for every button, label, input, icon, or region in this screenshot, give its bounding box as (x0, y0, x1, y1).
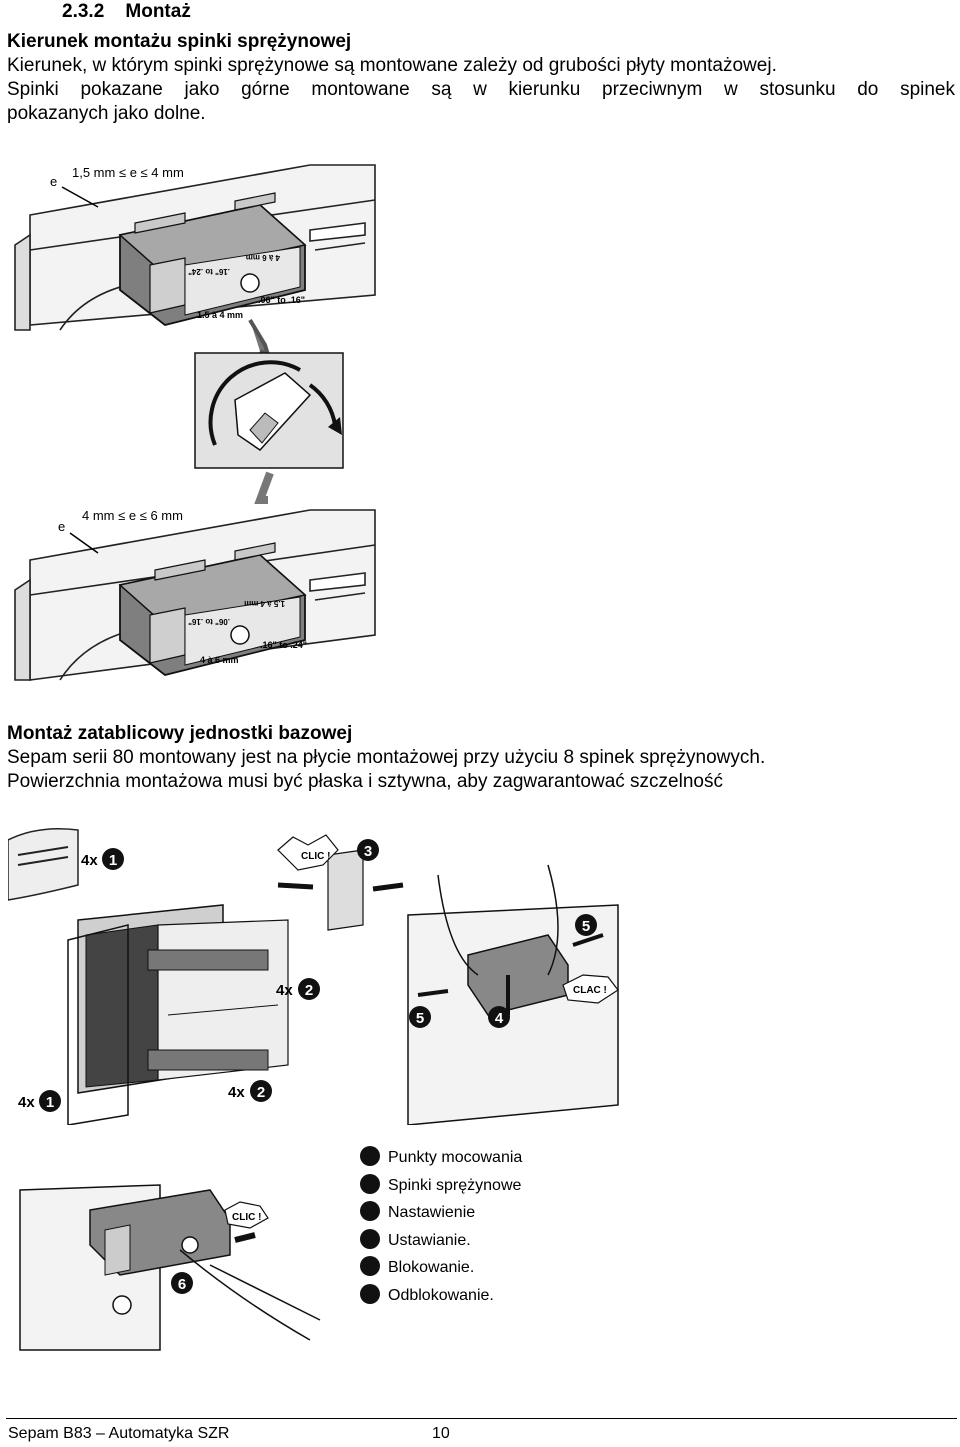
step-marker (488, 1006, 510, 1028)
thickness-label-e: e (50, 174, 57, 189)
paragraph-line: Powierzchnia montażowa musi być płaska i… (7, 771, 723, 792)
spring-clip-direction-figure: e 1,5 mm ≤ e ≤ 4 mm 1.5 à 4 mm .06" to .… (14, 164, 376, 681)
step-number: 2 (257, 1084, 265, 1101)
step-marker (171, 1272, 193, 1294)
clic-burst (277, 834, 339, 871)
subsection-title-rear-mounting: Montaż zatablicowy jednostki bazowej (7, 723, 353, 744)
step-number: 4 (495, 1010, 504, 1027)
clip-label: 4 à 6 mm (200, 655, 239, 665)
step-marker (575, 914, 597, 936)
legend-bullet-icon (360, 1284, 380, 1304)
legend: Punkty mocowania Spinki sprężynowe Nasta… (360, 1146, 522, 1304)
mounting-point-detail (8, 828, 79, 901)
quantity-label: 4x (81, 852, 98, 869)
legend-item-5: Blokowanie. (360, 1256, 474, 1276)
clip-label: .06" to .16" (188, 617, 230, 626)
legend-label: Ustawianie. (388, 1232, 471, 1249)
rotation-arrow-down-icon (254, 471, 274, 504)
legend-bullet-icon (360, 1174, 380, 1194)
legend-item-4: Ustawianie. (360, 1229, 471, 1249)
legend-item-1: Punkty mocowania (360, 1146, 522, 1166)
clic-label: CLIC ! (232, 1212, 261, 1223)
legend-label: Spinki sprężynowe (388, 1177, 522, 1194)
step-marker (250, 1080, 272, 1102)
step-number: 6 (178, 1276, 186, 1293)
clip-label: .16" to .24" (188, 267, 230, 276)
legend-bullet-icon (360, 1229, 380, 1249)
step-marker (39, 1090, 61, 1112)
legend-item-6: Odblokowanie. (360, 1284, 494, 1304)
clip-label: 1.5 à 4 mm (197, 310, 243, 320)
section-heading: 2.3.2 Montaż (62, 0, 191, 24)
legend-bullet-icon (360, 1256, 380, 1276)
quantity-label: 4x (276, 982, 293, 999)
legend-bullet-icon (360, 1201, 380, 1221)
thickness-range-bottom: 4 mm ≤ e ≤ 6 mm (82, 508, 183, 523)
legend-label: Punkty mocowania (388, 1149, 522, 1166)
legend-item-2: Spinki sprężynowe (360, 1174, 522, 1194)
rotation-arrow-down-icon (248, 318, 272, 359)
clac-burst (562, 974, 619, 1004)
clip-unlocking-figure: CLIC ! 6 (19, 1184, 321, 1351)
thickness-range-top: 1,5 mm ≤ e ≤ 4 mm (72, 165, 184, 180)
step-marker (102, 848, 124, 870)
clip-label: .16" to .24" (260, 640, 307, 650)
legend-label: Blokowanie. (388, 1259, 474, 1276)
legend-item-3: Nastawienie (360, 1201, 475, 1221)
thickness-label-e: e (58, 519, 65, 534)
step-number: 5 (582, 918, 590, 935)
clip-label: .06" to .16" (258, 295, 305, 305)
step-number: 5 (416, 1010, 424, 1027)
legend-bullet-icon (360, 1146, 380, 1166)
clip-label: 1.5 à 4 mm (244, 599, 285, 608)
rotate-clip-inset (194, 352, 344, 469)
page-footer: Sepam B83 – Automatyka SZR 10 (6, 1418, 957, 1447)
legend-label: Nastawienie (388, 1204, 475, 1221)
section-title: Montaż (125, 1, 191, 22)
quantity-label: 4x (18, 1094, 35, 1111)
footer-document-title: Sepam B83 – Automatyka SZR (8, 1425, 230, 1442)
step-marker (409, 1006, 431, 1028)
legend-label: Odblokowanie. (388, 1287, 494, 1304)
step-number: 1 (109, 852, 117, 869)
sepam-base-unit (67, 904, 289, 1125)
step-number: 3 (364, 843, 372, 860)
step-number: 1 (46, 1094, 54, 1111)
spring-clip-bottom: 4 à 6 mm .16" to .24" 1.5 à 4 mm .06" to… (118, 542, 307, 676)
section-number: 2.3.2 (62, 1, 105, 22)
paragraph-line: pokazanych jako dolne. (7, 103, 206, 124)
base-unit-mounting-figure: 4x 1 4x 2 4x 1 4x 2 CLIC ! 3 5 CLAC ! 5 … (8, 828, 619, 1125)
page-number: 10 (432, 1425, 450, 1442)
step-marker (357, 839, 379, 861)
step-number: 2 (305, 982, 313, 999)
subsection-title-direction: Kierunek montażu spinki sprężynowej (7, 31, 352, 52)
paragraph-line: Kierunek, w którym spinki sprężynowe są … (7, 55, 777, 76)
spring-clip-top: 1.5 à 4 mm .06" to .16" 4 à 6 mm .16" to… (118, 192, 307, 326)
clip-label: 4 à 6 mm (246, 253, 280, 262)
paragraph-line: Spinki pokazane jako górne montowane są … (7, 79, 955, 100)
clic-label: CLIC ! (301, 851, 330, 862)
paragraph-line: Sepam serii 80 montowany jest na płycie … (7, 747, 766, 768)
clac-label: CLAC ! (573, 985, 607, 996)
step-marker (298, 978, 320, 1000)
clip-insertion-detail (277, 849, 619, 1125)
pointer-arrow (61, 186, 99, 208)
quantity-label: 4x (228, 1084, 245, 1101)
pointer-arrow (69, 532, 99, 554)
clic-burst (224, 1201, 269, 1229)
